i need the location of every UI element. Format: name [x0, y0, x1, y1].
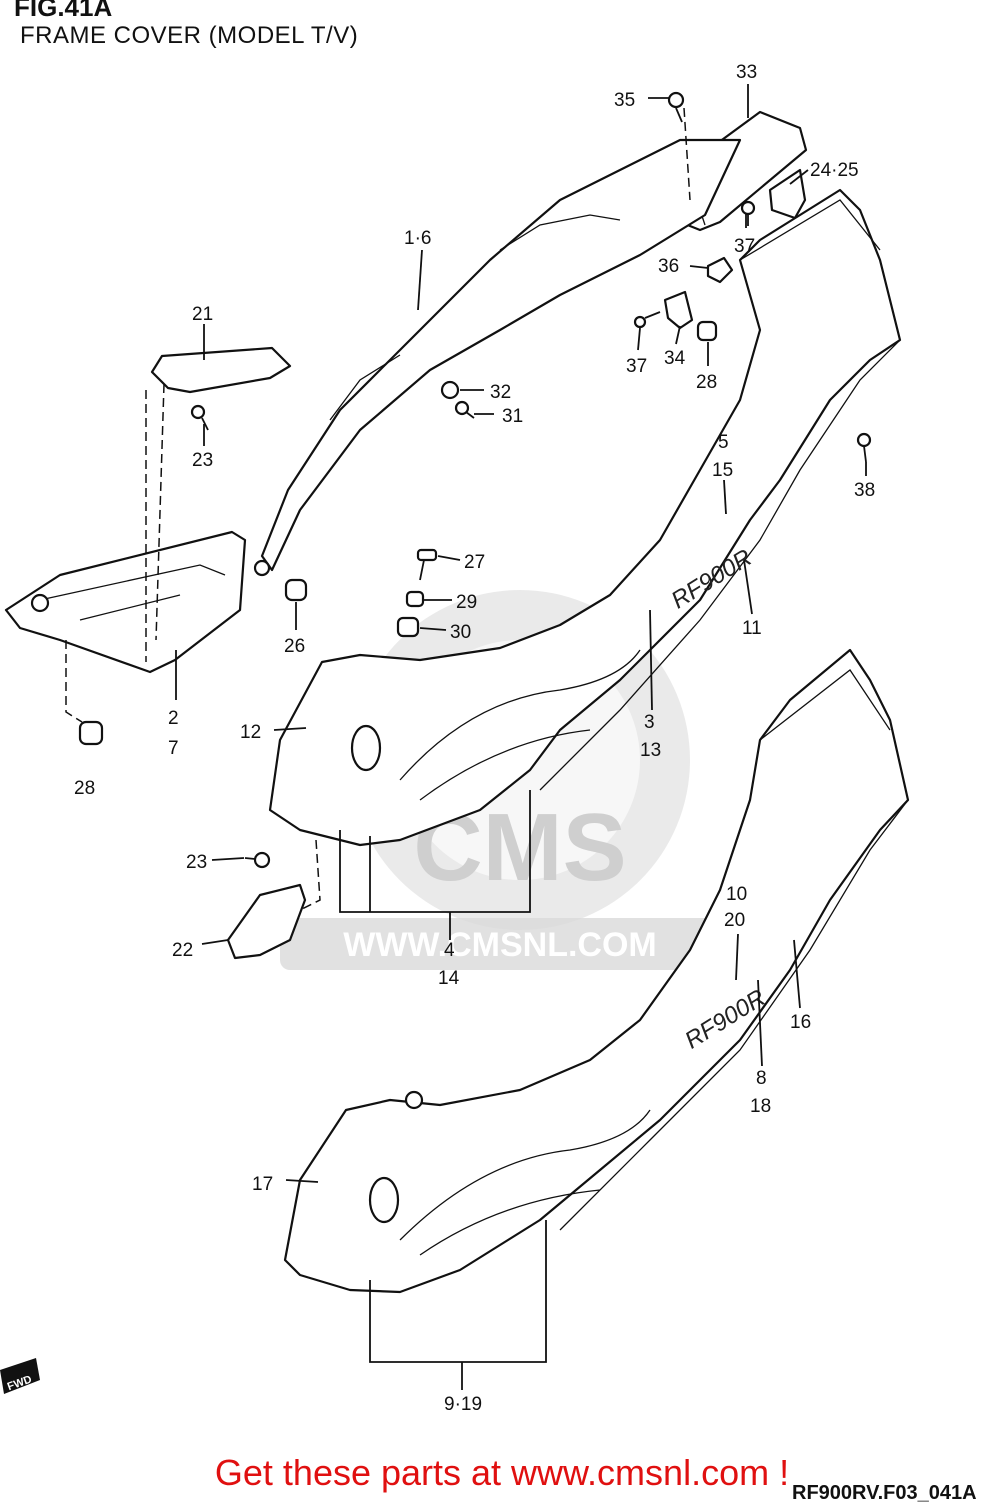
callout-28-top: 28 — [696, 372, 717, 393]
callout-16: 16 — [790, 1012, 811, 1033]
callout-37-top: 37 — [734, 236, 755, 257]
callout-26: 26 — [284, 636, 305, 657]
callout-9-19: 9·19 — [444, 1394, 482, 1415]
part-22-bracket — [226, 883, 307, 960]
callout-3: 3 — [644, 712, 655, 733]
part-30-damper — [396, 616, 420, 638]
callout-14: 14 — [438, 968, 460, 989]
part-24-25-bracket — [768, 168, 807, 220]
part-29-collar — [405, 590, 425, 608]
watermark-url-text: WWW.CMSNL.COM — [343, 926, 657, 964]
callout-7: 7 — [168, 738, 179, 759]
callout-20: 20 — [724, 910, 745, 931]
part-26-grommet — [284, 578, 308, 602]
part-38-screw — [856, 432, 872, 463]
callout-30: 30 — [450, 622, 471, 643]
figure-subtitle: FRAME COVER (MODEL T/V) — [20, 22, 359, 49]
callout-31: 31 — [502, 406, 523, 427]
part-23-screw-b — [244, 851, 271, 869]
callout-36: 36 — [658, 256, 679, 277]
callout-11: 11 — [742, 618, 762, 639]
part-31-screw — [454, 400, 475, 419]
part-35-screw — [667, 91, 685, 123]
part-27-bolt — [416, 548, 438, 581]
part-28-grommet-b — [78, 720, 104, 746]
callout-8: 8 — [756, 1068, 767, 1089]
callout-32: 32 — [490, 382, 511, 403]
callout-10: 10 — [726, 884, 747, 905]
part-36-clip — [706, 256, 734, 284]
callout-18: 18 — [750, 1096, 771, 1117]
diagram-code: RF900RV.F03_041A — [792, 1482, 977, 1504]
callout-28-bottom: 28 — [74, 778, 95, 799]
callout-22: 22 — [172, 940, 193, 961]
callout-5: 5 — [718, 432, 729, 453]
figure-title: FIG.41A — [14, 0, 113, 22]
callout-38: 38 — [854, 480, 875, 501]
part-37-screw-a — [740, 200, 756, 226]
part-34-bracket — [663, 290, 694, 330]
callout-24-25: 24·25 — [810, 160, 859, 181]
part-37-screw-b — [633, 311, 661, 329]
fwd-direction-icon: FWD — [0, 1358, 40, 1394]
callout-12: 12 — [240, 722, 261, 743]
part-2-7-under-tray — [4, 530, 247, 674]
part-1-6-seat-tail-frame — [260, 138, 742, 572]
leader-lines — [65, 84, 867, 1390]
callout-27: 27 — [464, 552, 485, 573]
parts-store-link[interactable]: Get these parts at www.cmsnl.com ! — [214, 1452, 790, 1493]
callout-2: 2 — [168, 708, 179, 729]
callout-17: 17 — [252, 1174, 273, 1195]
part-23-screw-a — [190, 404, 209, 431]
callout-37-mid: 37 — [626, 356, 647, 377]
callout-labels: 33 35 24·25 1·6 37 36 21 37 34 28 32 31 … — [74, 62, 875, 1415]
part-21-grab-handle — [150, 346, 292, 394]
callout-23-bottom: 23 — [186, 852, 207, 873]
callout-35: 35 — [614, 90, 635, 111]
callout-33: 33 — [736, 62, 757, 83]
callout-21: 21 — [192, 304, 213, 325]
part-32-nut — [440, 380, 460, 400]
callout-15: 15 — [712, 460, 733, 481]
callout-29: 29 — [456, 592, 477, 613]
callout-1-6: 1·6 — [404, 228, 431, 249]
callout-4: 4 — [444, 940, 455, 961]
callout-13: 13 — [640, 740, 661, 761]
callout-34: 34 — [664, 348, 686, 369]
callout-23-top: 23 — [192, 450, 213, 471]
part-28-grommet-a — [696, 320, 718, 342]
